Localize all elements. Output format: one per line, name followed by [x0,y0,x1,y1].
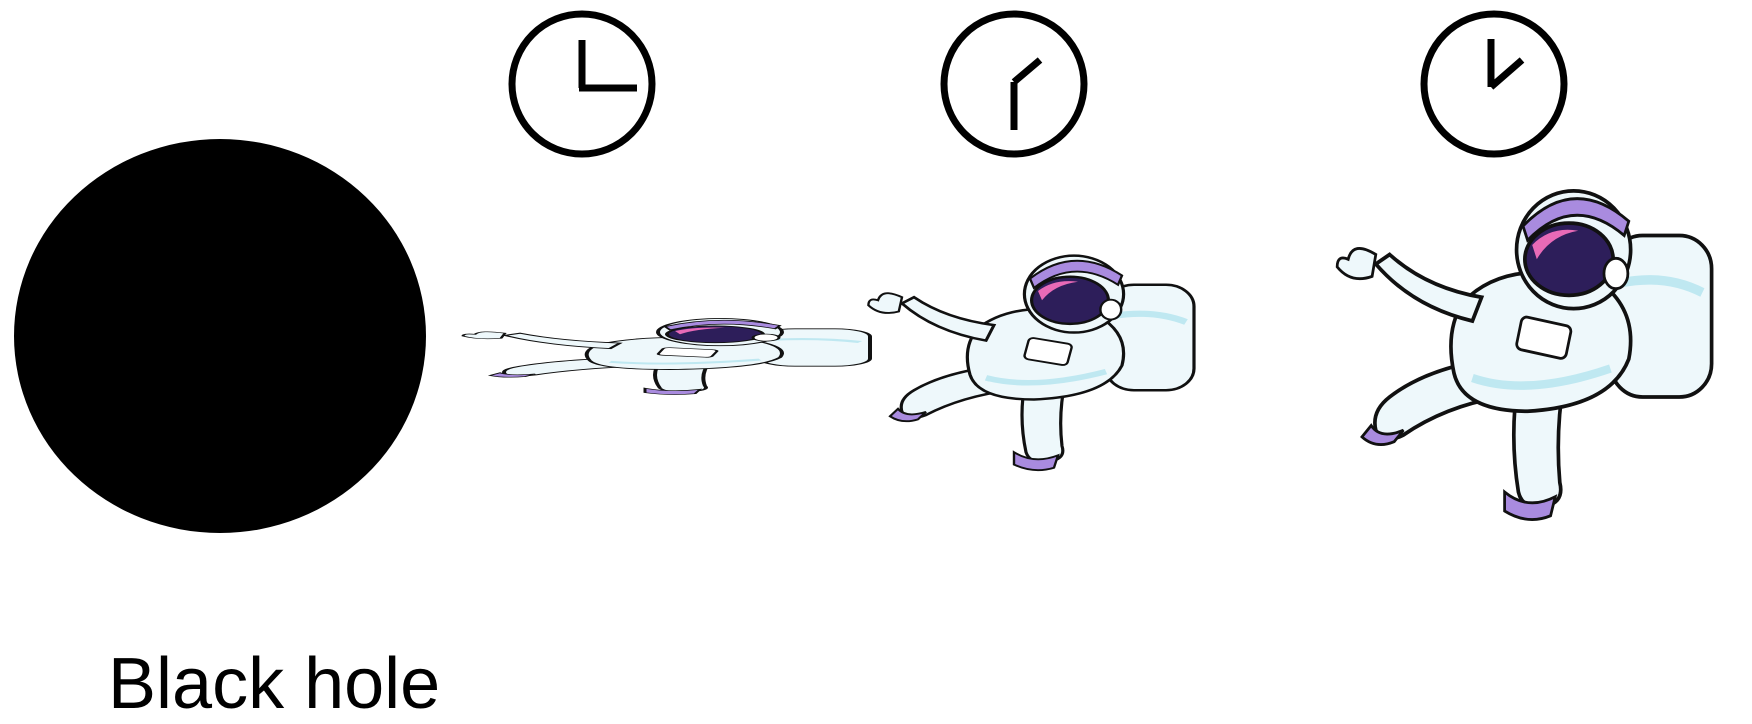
black-hole [14,139,426,533]
astronaut-near [463,318,870,394]
astronaut-far [1337,191,1711,520]
clock-near-icon [512,14,652,154]
astronaut-middle [868,256,1194,471]
clock-far-icon [1424,14,1564,154]
black-hole-label: Black hole [108,648,440,720]
clock-middle-icon [944,14,1084,154]
